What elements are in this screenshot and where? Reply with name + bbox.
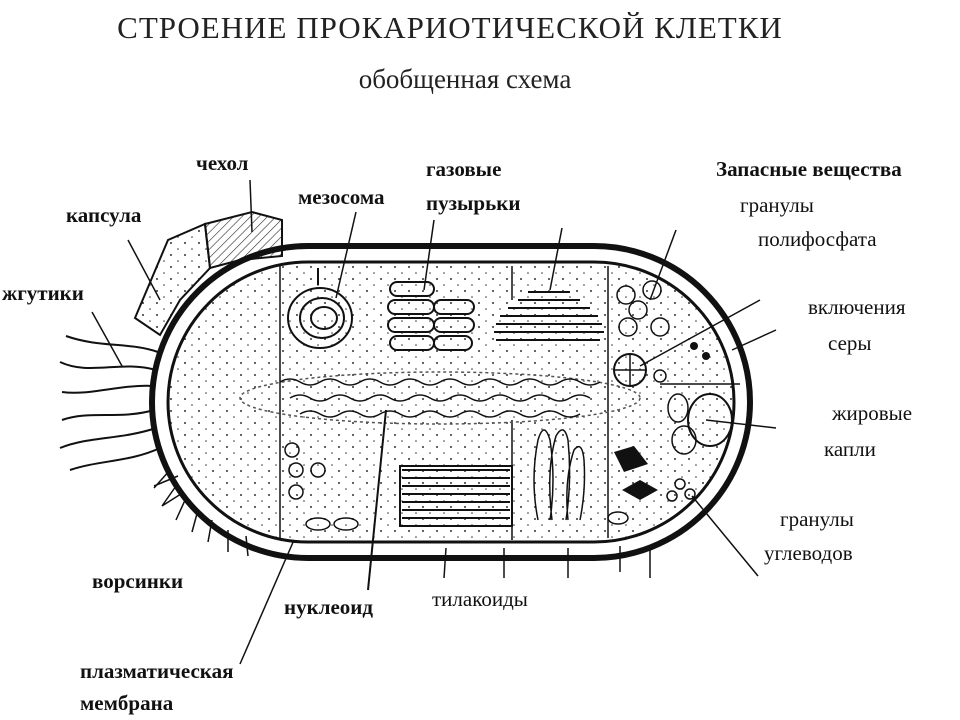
gas-vesicles-shape — [387, 281, 475, 351]
diagram-subtitle: обобщенная схема — [358, 64, 572, 94]
cell-wall — [149, 243, 753, 561]
leader-lines — [91, 179, 777, 665]
label-membrana-1: плазматическая — [80, 659, 233, 683]
convoluted-membranes-shape — [533, 429, 586, 521]
plasma-membrane — [166, 260, 736, 544]
label-chekhol: чехол — [196, 151, 249, 175]
lipid-droplets-shape — [667, 393, 733, 455]
cytoplasm-granules-shape — [284, 442, 629, 531]
label-gazovye-1: газовые — [426, 157, 501, 181]
label-mezosoma: мезосома — [298, 185, 385, 209]
polyphosphate-granules-shape — [616, 280, 670, 337]
label-vorsinki: ворсинки — [92, 569, 183, 593]
diagram-title: СТРОЕНИЕ ПРОКАРИОТИЧЕСКОЙ КЛЕТКИ — [117, 10, 783, 45]
label-zapasnye: Запасные вещества — [716, 157, 902, 181]
label-uglevody-1: гранулы — [780, 507, 854, 531]
label-polifosfat-2: полифосфата — [758, 227, 877, 251]
label-zhir-2: капли — [824, 437, 876, 461]
mesosome-shape — [287, 268, 353, 349]
label-polifosfat-1: гранулы — [740, 193, 814, 217]
label-nukleoid: нуклеоид — [284, 595, 373, 619]
label-sera-2: серы — [828, 331, 872, 355]
sulfur-inclusions-shape — [613, 342, 710, 387]
label-zhgutiki: жгутики — [2, 281, 84, 305]
thylakoids-shape — [399, 465, 513, 527]
label-membrana-2: мембрана — [80, 691, 174, 715]
membrane-stack-shape — [494, 291, 604, 341]
nucleoid-shape — [239, 371, 641, 425]
label-uglevody-2: углеводов — [764, 541, 853, 565]
label-gazovye-2: пузырьки — [426, 191, 520, 215]
label-zhir-1: жировые — [831, 401, 912, 425]
pili-shape — [153, 469, 249, 557]
carbohydrate-granules-shape — [614, 446, 696, 502]
label-sera-1: включения — [808, 295, 906, 319]
label-tilakoidy: тилакоиды — [432, 587, 528, 611]
label-kapsula: капсула — [66, 203, 142, 227]
flagella-shape — [59, 335, 161, 471]
